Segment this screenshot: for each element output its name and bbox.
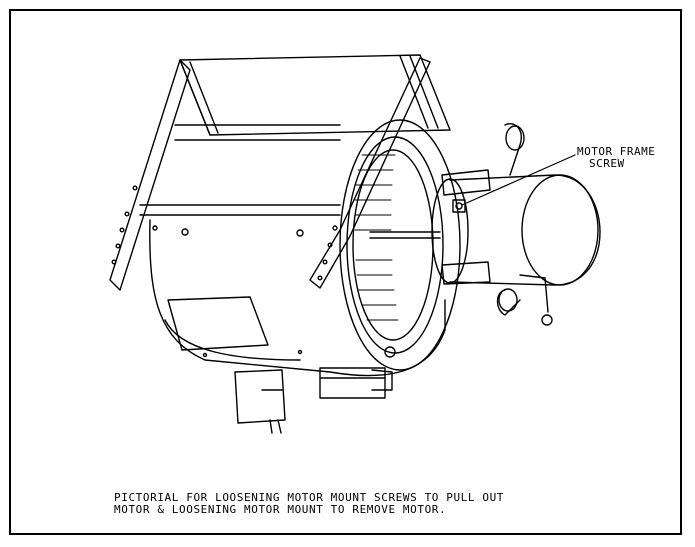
caption-line2: MOTOR & LOOSENING MOTOR MOUNT TO REMOVE … (114, 503, 447, 516)
blower-inlet-ring (339, 119, 461, 371)
callout-label-line1: MOTOR FRAME (577, 145, 656, 158)
left-mounting-rail (109, 59, 191, 291)
motor-end-cap (521, 174, 599, 286)
blower-wheel-vanes (354, 154, 399, 321)
callout-leader (461, 154, 576, 206)
middle-mounting-rail (309, 57, 431, 289)
motor-frame-screw (455, 202, 463, 210)
drawing-border (9, 9, 682, 535)
top-frame-bar (179, 54, 451, 136)
motor-mount-band (441, 169, 491, 196)
caption-line1: PICTORIAL FOR LOOSENING MOTOR MOUNT SCRE… (114, 491, 505, 504)
upper-mount-arm (504, 123, 522, 176)
transformer (234, 369, 286, 424)
callout-label-line2: SCREW (589, 157, 625, 170)
deflector-plate (167, 296, 269, 351)
control-box (319, 367, 386, 399)
housing-bottom-edge (164, 319, 301, 361)
